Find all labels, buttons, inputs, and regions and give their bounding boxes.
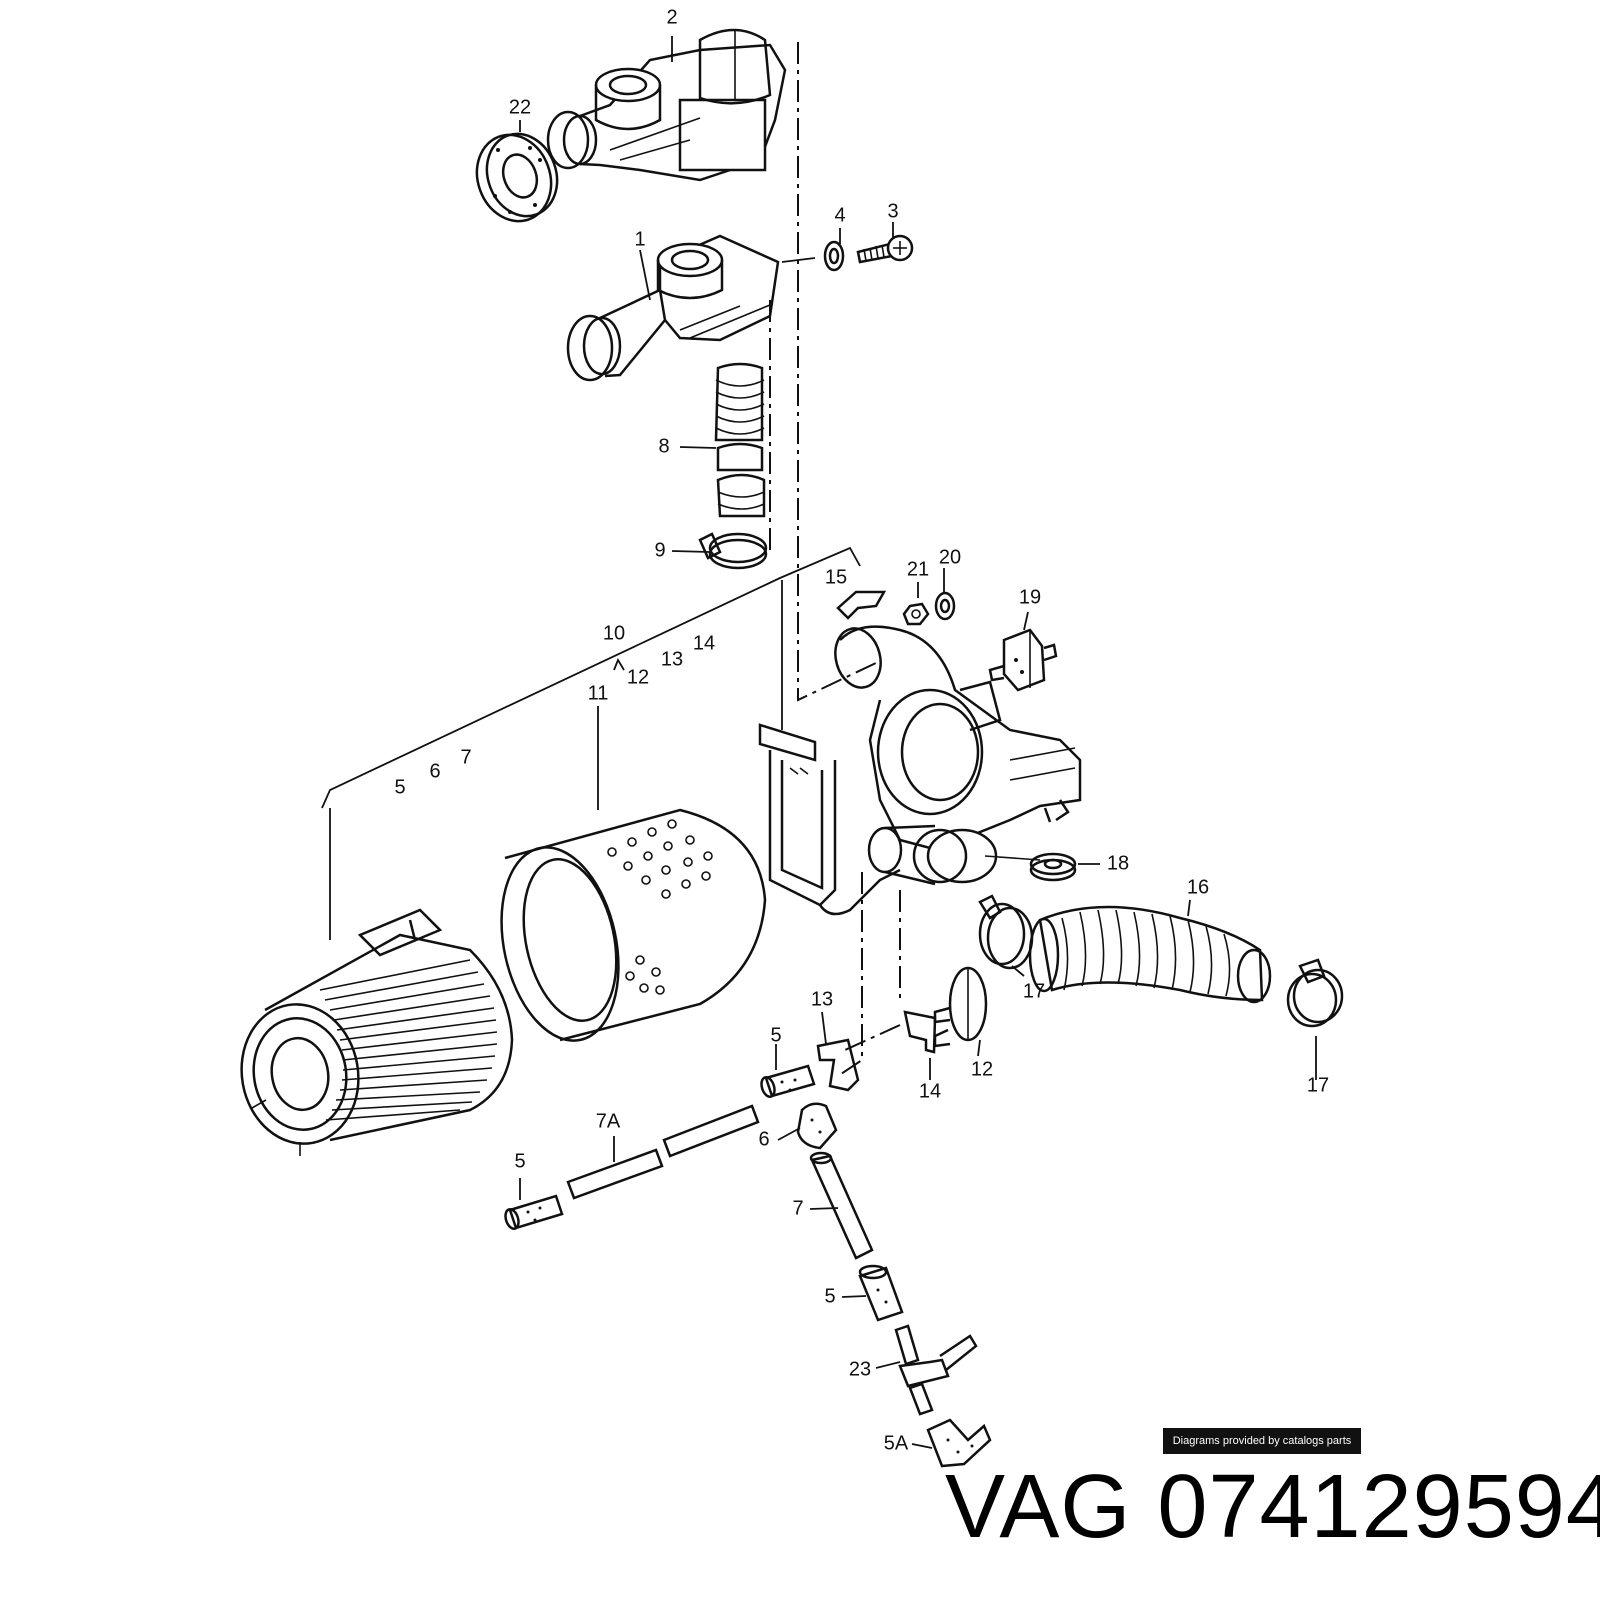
part-1-meter-housing xyxy=(566,234,780,382)
part-20-washer xyxy=(934,591,956,621)
part-5A-elbow-hose xyxy=(926,1418,992,1468)
label-5A: 5A xyxy=(884,1432,909,1454)
label-10: 10 xyxy=(603,622,625,644)
label-13-group: 13 xyxy=(661,648,683,670)
part-2-airflow-meter xyxy=(546,28,787,182)
part-15-clip xyxy=(836,590,887,620)
part-4-washer xyxy=(823,240,845,272)
label-7A: 7A xyxy=(596,1110,621,1132)
part-6-elbow xyxy=(796,1102,838,1150)
part-22-seal-ring xyxy=(475,132,559,223)
label-14: 14 xyxy=(919,1080,941,1102)
label-2: 2 xyxy=(666,6,677,28)
label-20: 20 xyxy=(939,546,961,568)
part-11-filter-element xyxy=(500,808,767,1042)
assembly-lines xyxy=(769,42,901,1077)
label-5-lower: 5 xyxy=(824,1285,835,1307)
part-7-hose xyxy=(809,1151,874,1260)
label-12: 12 xyxy=(971,1058,993,1080)
label-19: 19 xyxy=(1019,586,1041,608)
part-14-bracket xyxy=(903,1010,937,1054)
leader-lines xyxy=(519,36,1317,1449)
label-7: 7 xyxy=(792,1197,803,1219)
credit-badge: Diagrams provided by catalogs parts xyxy=(1163,1428,1361,1454)
part-number-caption: VAG 074129594 xyxy=(945,1457,1600,1557)
label-18: 18 xyxy=(1107,852,1129,874)
part-12-valve xyxy=(933,966,988,1048)
part-13-bracket xyxy=(816,1038,860,1092)
label-17-upper: 17 xyxy=(1023,980,1045,1002)
part-3-screw xyxy=(856,234,914,264)
part-16-hose xyxy=(1028,905,1272,1004)
part-5-hose-left xyxy=(504,1194,564,1230)
air-filter-housing-body xyxy=(834,625,1082,886)
label-3: 3 xyxy=(887,200,898,222)
label-9: 9 xyxy=(654,539,665,561)
part-10-air-cleaner xyxy=(240,908,514,1156)
callout-labels: 2 22 1 4 3 8 9 15 21 20 19 10 14 13 12 1… xyxy=(394,6,1329,1454)
filter-bracket xyxy=(758,723,901,916)
label-13: 13 xyxy=(811,988,833,1010)
part-17-clamp-lower xyxy=(1286,958,1344,1028)
label-4: 4 xyxy=(834,204,845,226)
label-23: 23 xyxy=(849,1358,871,1380)
label-5-right: 5 xyxy=(770,1024,781,1046)
label-5-group: 5 xyxy=(394,776,405,798)
label-16: 16 xyxy=(1187,876,1209,898)
part-8-bellows xyxy=(714,362,766,518)
part-5-hose-right xyxy=(760,1064,816,1098)
part-21-nut xyxy=(902,602,930,626)
part-9-clamp xyxy=(698,532,768,570)
label-21: 21 xyxy=(907,558,929,580)
label-1: 1 xyxy=(634,228,645,250)
label-8: 8 xyxy=(658,435,669,457)
label-6-group: 6 xyxy=(429,760,440,782)
label-12-group: 12 xyxy=(627,666,649,688)
label-7-group: 7 xyxy=(460,746,471,768)
label-14-group: 14 xyxy=(693,632,715,654)
label-11: 11 xyxy=(588,682,609,704)
part-18-grommet xyxy=(1029,852,1077,882)
group-bracket-10 xyxy=(321,546,861,940)
label-15: 15 xyxy=(825,566,847,588)
label-17-lower: 17 xyxy=(1307,1074,1329,1096)
label-5-left: 5 xyxy=(514,1150,525,1172)
part-5-hose-lower xyxy=(858,1264,904,1322)
part-23-t-connector xyxy=(894,1324,978,1416)
part-19-mount xyxy=(988,628,1058,692)
label-22: 22 xyxy=(509,96,531,118)
part-17-clamp-upper xyxy=(978,894,1034,970)
label-6: 6 xyxy=(758,1128,769,1150)
part-7A-hose xyxy=(566,1104,760,1200)
